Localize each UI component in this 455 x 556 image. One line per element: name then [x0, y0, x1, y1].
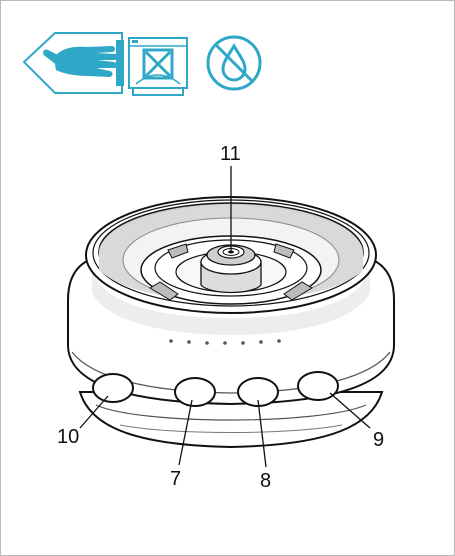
hand-contact-warning-icon	[22, 32, 124, 94]
button-8	[237, 377, 279, 407]
callout-label-11: 11	[220, 143, 241, 165]
callout-label-9: 9	[373, 429, 384, 451]
callout-11: 11	[220, 143, 241, 252]
callout-10: 10	[57, 395, 109, 448]
callout-9: 9	[329, 392, 384, 451]
spindle-assembly	[140, 235, 322, 305]
button-10	[92, 373, 134, 403]
no-dishwasher-icon	[128, 37, 188, 96]
callout-label-10: 10	[57, 426, 79, 448]
callout-7: 7	[170, 399, 193, 490]
callout-label-7: 7	[170, 468, 181, 490]
callout-label-8: 8	[260, 470, 271, 492]
no-water-immersion-icon	[206, 35, 262, 91]
button-9	[297, 371, 339, 401]
button-7	[174, 377, 216, 407]
indicator-dots	[169, 339, 281, 345]
callout-8: 8	[257, 399, 271, 492]
